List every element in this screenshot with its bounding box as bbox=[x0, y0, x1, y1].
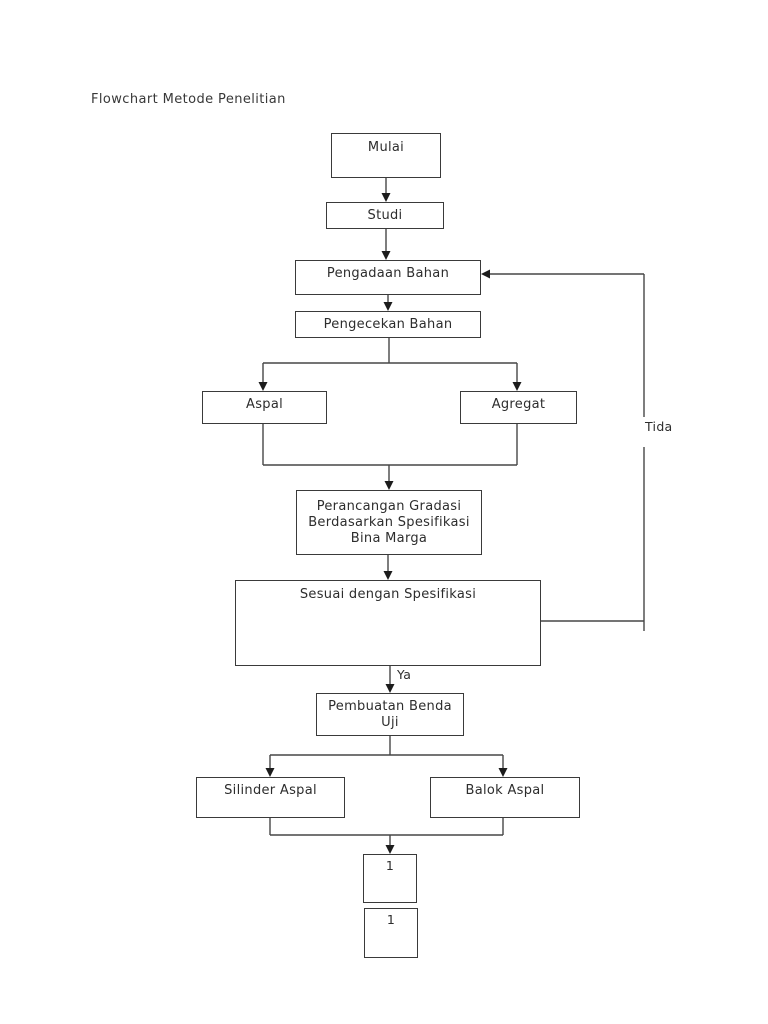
edge-perancangan-sesuai bbox=[383, 555, 393, 580]
edge-pengadaan-pengecekan bbox=[383, 295, 393, 311]
edge-merge-perancangan bbox=[262, 424, 518, 490]
node-agregat: Agregat bbox=[460, 391, 577, 424]
edge-pengecekan-split bbox=[258, 338, 522, 391]
node-pengecekan-bahan: Pengecekan Bahan bbox=[295, 311, 481, 338]
page-title: Flowchart Metode Penelitian bbox=[91, 92, 286, 107]
edge-label-ya: Ya bbox=[397, 667, 412, 682]
edge-label-tida: Tida bbox=[645, 419, 673, 434]
node-mulai: Mulai bbox=[331, 133, 441, 178]
node-sesuai-spesifikasi: Sesuai dengan Spesifikasi bbox=[235, 580, 541, 666]
node-offpage-connector-top: 1 bbox=[363, 854, 417, 903]
node-pengadaan-bahan: Pengadaan Bahan bbox=[295, 260, 481, 295]
edge-sesuai-pembuatan bbox=[385, 666, 395, 693]
edge-feedback-tida bbox=[481, 269, 645, 631]
node-aspal: Aspal bbox=[202, 391, 327, 424]
edge-mulai-studi bbox=[381, 178, 391, 202]
edge-pembuatan-split bbox=[265, 736, 508, 777]
node-studi: Studi bbox=[326, 202, 444, 229]
node-balok-aspal: Balok Aspal bbox=[430, 777, 580, 818]
edge-studi-pengadaan bbox=[381, 229, 391, 260]
node-offpage-connector-bottom: 1 bbox=[364, 908, 418, 958]
node-silinder-aspal: Silinder Aspal bbox=[196, 777, 345, 818]
edge-merge-connector bbox=[269, 818, 504, 854]
node-pembuatan-benda-uji: Pembuatan Benda Uji bbox=[316, 693, 464, 736]
node-perancangan-gradasi: Perancangan Gradasi Berdasarkan Spesifik… bbox=[296, 490, 482, 555]
